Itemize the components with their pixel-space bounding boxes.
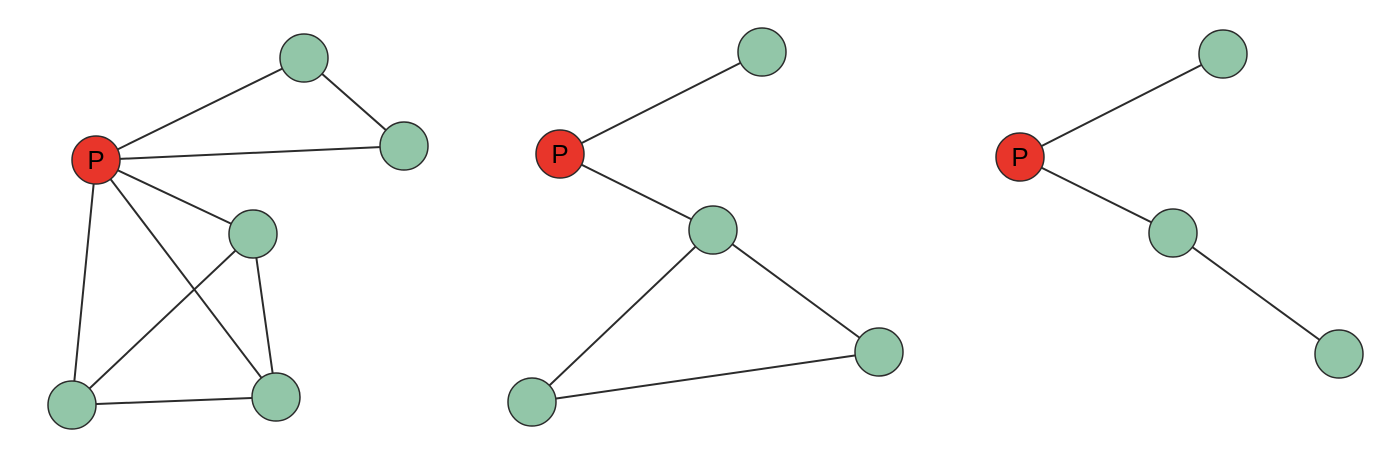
node-circle [507, 377, 557, 427]
node [1198, 29, 1248, 79]
edge-c-e [252, 233, 277, 398]
node-circle [1314, 329, 1364, 379]
edge-P-a [1019, 53, 1224, 158]
node-p: P [995, 132, 1045, 182]
node [379, 121, 429, 171]
node-circle [228, 209, 278, 259]
node-p-circle [71, 135, 121, 185]
graph-complete: P [47, 33, 429, 430]
node [507, 377, 557, 427]
node [737, 27, 787, 77]
node [279, 33, 329, 83]
node-p-circle [535, 129, 585, 179]
node-p: P [535, 129, 585, 179]
node-circle [47, 380, 97, 430]
node-label: P [87, 145, 104, 175]
node-label: P [1011, 142, 1028, 172]
node-circle [1148, 208, 1198, 258]
edge-c-d [71, 233, 254, 406]
edge-P-a [95, 57, 305, 161]
graph-reduced: P [507, 27, 904, 427]
node-circle [737, 27, 787, 77]
node-p-circle [995, 132, 1045, 182]
edge-P-a [559, 51, 763, 155]
node [854, 327, 904, 377]
node-circle [279, 33, 329, 83]
edge-P-d [71, 159, 97, 406]
edge-c-d [1172, 232, 1340, 355]
graph-tree: P [995, 29, 1364, 379]
node-label: P [551, 139, 568, 169]
node [228, 209, 278, 259]
node [1314, 329, 1364, 379]
edge-P-e [95, 159, 277, 398]
node [251, 372, 301, 422]
edge-c-d [531, 229, 714, 403]
node-circle [379, 121, 429, 171]
edge-P-c [1019, 156, 1174, 234]
node [688, 205, 738, 255]
edge-P-b [95, 145, 405, 161]
edge-P-c [95, 159, 254, 235]
node [1148, 208, 1198, 258]
edge-P-c [559, 153, 714, 231]
node-circle [854, 327, 904, 377]
node-circle [1198, 29, 1248, 79]
edge-e-d [531, 351, 880, 403]
node-circle [251, 372, 301, 422]
edge-d-e [71, 396, 277, 406]
node-p: P [71, 135, 121, 185]
node-circle [688, 205, 738, 255]
node [47, 380, 97, 430]
edge-c-e [712, 229, 880, 353]
